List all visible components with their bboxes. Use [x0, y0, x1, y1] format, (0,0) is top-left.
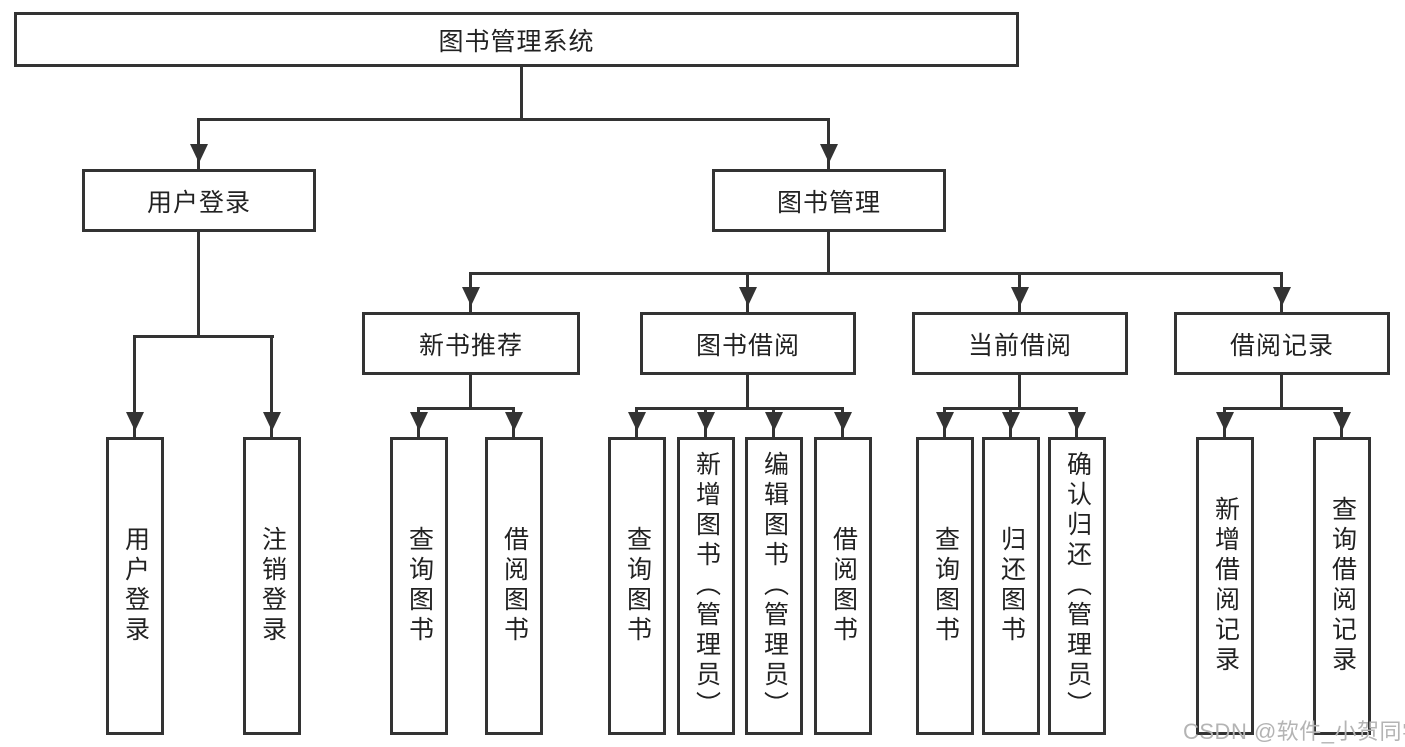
leaf-user-login-label: 用户登录	[121, 526, 150, 646]
watermark-text: CSDN @软件_小贺同学	[1183, 719, 1405, 744]
leaf-borrow-books-1-label: 借阅图书	[500, 526, 529, 646]
arrow-to-new-book-recommend	[461, 272, 480, 312]
node-new-book-recommend: 新书推荐	[362, 312, 580, 375]
leaf-borrow-books-1: 借阅图书	[485, 437, 543, 735]
node-user-login-label: 用户登录	[146, 188, 251, 217]
leaf-edit-book-admin: 编辑图书（管理员）	[745, 437, 803, 735]
arrow-to-query-books-2	[627, 407, 646, 437]
leaf-query-borrow-record: 查询借阅记录	[1313, 437, 1371, 735]
connector-user-login-drop	[197, 232, 200, 338]
arrow-to-user-login	[189, 118, 208, 169]
node-current-borrowing: 当前借阅	[912, 312, 1128, 375]
leaf-confirm-return-admin-label: 确认归还（管理员）	[1063, 451, 1092, 721]
arrow-to-add-book-admin	[696, 407, 715, 437]
arrow-to-query-books-1	[409, 407, 428, 437]
leaf-logout-label: 注销登录	[258, 526, 287, 646]
node-book-borrowing-label: 图书借阅	[695, 331, 800, 360]
node-book-management: 图书管理	[712, 169, 946, 232]
leaf-add-borrow-record-label: 新增借阅记录	[1211, 496, 1240, 676]
connector-book-borrowing-drop	[746, 375, 749, 410]
leaf-edit-book-admin-label: 编辑图书（管理员）	[760, 451, 789, 721]
arrow-to-leaf-user-login	[125, 335, 144, 437]
connector-borrow-records-span	[1223, 407, 1343, 410]
arrow-to-query-books-3	[935, 407, 954, 437]
leaf-user-login: 用户登录	[106, 437, 164, 735]
node-book-management-label: 图书管理	[776, 188, 881, 217]
node-root: 图书管理系统	[14, 12, 1019, 67]
leaf-return-books: 归还图书	[982, 437, 1040, 735]
leaf-query-books-1-label: 查询图书	[405, 526, 434, 646]
leaf-add-book-admin: 新增图书（管理员）	[677, 437, 735, 735]
arrow-to-query-borrow-record	[1332, 407, 1351, 437]
arrow-to-book-management	[819, 118, 838, 169]
arrow-to-confirm-return-admin	[1067, 407, 1086, 437]
node-borrow-records-label: 借阅记录	[1229, 331, 1334, 360]
leaf-return-books-label: 归还图书	[997, 526, 1026, 646]
connector-new-book-span	[417, 407, 515, 410]
node-new-book-recommend-label: 新书推荐	[418, 331, 523, 360]
connector-current-borrowing-drop	[1018, 375, 1021, 410]
leaf-add-book-admin-label: 新增图书（管理员）	[692, 451, 721, 721]
connector-root-drop	[520, 67, 523, 121]
node-root-label: 图书管理系统	[438, 27, 595, 56]
arrow-to-borrow-books-2	[833, 407, 852, 437]
leaf-borrow-books-2: 借阅图书	[814, 437, 872, 735]
connector-root-span	[197, 118, 830, 121]
leaf-borrow-books-2-label: 借阅图书	[829, 526, 858, 646]
node-borrow-records: 借阅记录	[1174, 312, 1390, 375]
leaf-query-borrow-record-label: 查询借阅记录	[1328, 496, 1357, 676]
connector-book-borrowing-span	[635, 407, 844, 410]
leaf-query-books-1: 查询图书	[390, 437, 448, 735]
arrow-to-edit-book-admin	[764, 407, 783, 437]
arrow-to-return-books	[1001, 407, 1020, 437]
connector-book-management-span	[469, 272, 1283, 275]
leaf-query-books-2: 查询图书	[608, 437, 666, 735]
node-book-borrowing: 图书借阅	[640, 312, 856, 375]
leaf-confirm-return-admin: 确认归还（管理员）	[1048, 437, 1106, 735]
arrow-to-leaf-logout	[262, 335, 281, 437]
connector-new-book-drop	[469, 375, 472, 410]
connector-borrow-records-drop	[1280, 375, 1283, 410]
leaf-query-books-3: 查询图书	[916, 437, 974, 735]
arrow-to-add-borrow-record	[1215, 407, 1234, 437]
leaf-logout: 注销登录	[243, 437, 301, 735]
arrow-to-current-borrowing	[1010, 272, 1029, 312]
arrow-to-borrow-records	[1272, 272, 1291, 312]
leaf-query-books-3-label: 查询图书	[931, 526, 960, 646]
connector-user-login-span	[133, 335, 274, 338]
arrow-to-book-borrowing	[738, 272, 757, 312]
node-current-borrowing-label: 当前借阅	[967, 331, 1072, 360]
connector-book-management-drop	[827, 232, 830, 275]
arrow-to-borrow-books-1	[504, 407, 523, 437]
node-user-login: 用户登录	[82, 169, 316, 232]
leaf-add-borrow-record: 新增借阅记录	[1196, 437, 1254, 735]
leaf-query-books-2-label: 查询图书	[623, 526, 652, 646]
